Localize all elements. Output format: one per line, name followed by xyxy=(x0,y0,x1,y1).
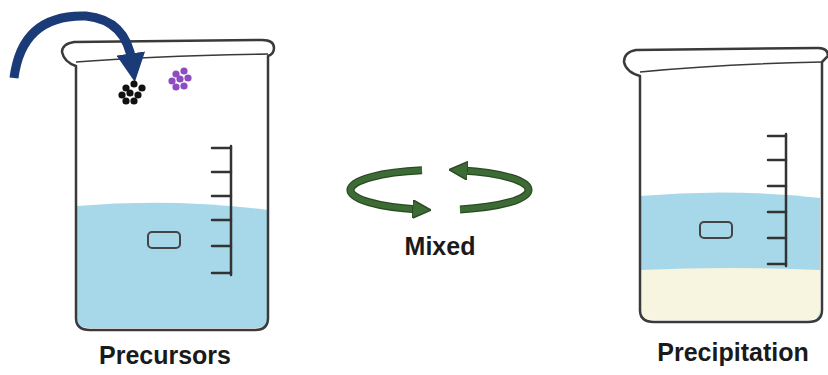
pour-arrow xyxy=(14,16,132,78)
beaker-right xyxy=(624,48,828,322)
purple-particles xyxy=(168,67,191,90)
caption-label: Precursors xyxy=(99,341,231,370)
black-particles xyxy=(118,80,145,104)
caption-label: Mixed xyxy=(405,232,476,261)
mixing-arrows xyxy=(350,170,528,209)
caption-label: Precipitation xyxy=(657,338,808,367)
beaker-left xyxy=(62,40,274,330)
